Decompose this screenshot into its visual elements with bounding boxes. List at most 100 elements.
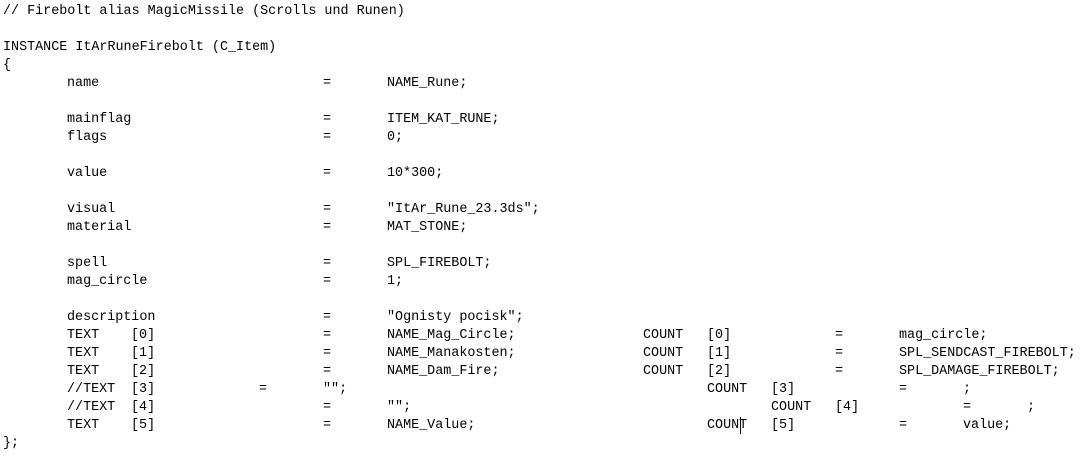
code-token: =: [835, 364, 844, 379]
code-token: value;: [963, 418, 1012, 433]
code-token: =: [323, 112, 332, 127]
code-token: //TEXT: [67, 382, 116, 397]
code-token: "";: [387, 400, 412, 415]
code-token: COUNT: [771, 400, 812, 415]
code-token: COUNT: [643, 328, 684, 343]
code-token: NAME_Manakosten;: [387, 346, 516, 361]
code-token: NAME_Value;: [387, 418, 476, 433]
code-token: =: [323, 364, 332, 379]
code-token: name: [67, 76, 100, 91]
code-token: =: [835, 346, 844, 361]
code-token: visual: [67, 202, 116, 217]
code-token: =: [323, 130, 332, 145]
code-token: flags: [67, 130, 108, 145]
code-token: 0;: [387, 130, 404, 145]
code-token: NAME_Mag_Circle;: [387, 328, 516, 343]
code-token: INSTANCE ItArRuneFirebolt (C_Item): [3, 40, 277, 55]
code-line[interactable]: [0, 183, 1088, 201]
code-token: =: [323, 418, 332, 433]
code-token: ;: [963, 382, 972, 397]
code-token: [3]: [771, 382, 796, 397]
code-token: =: [323, 202, 332, 217]
code-line[interactable]: //TEXT [4] = ""; COUNT [4] =;: [0, 399, 1088, 417]
code-line[interactable]: //TEXT[3]="";COUNT[3]=;: [0, 381, 1088, 399]
code-token: COUNT: [643, 364, 684, 379]
code-token: [3]: [131, 382, 156, 397]
code-line[interactable]: TEXT [1] = NAME_Manakosten; COUNT [1] = SPL_SEN…: [0, 345, 1088, 363]
code-token: {: [3, 58, 12, 73]
code-token: COUNT: [707, 382, 748, 397]
code-token: mag_circle: [67, 274, 148, 289]
code-token: mainflag: [67, 112, 132, 127]
code-token: [0]: [707, 328, 732, 343]
code-token: "ItAr_Rune_23.3ds";: [387, 202, 540, 217]
code-token: value: [67, 166, 108, 181]
code-token: TEXT: [67, 328, 100, 343]
code-line[interactable]: [0, 237, 1088, 255]
code-token: MAT_STONE;: [387, 220, 468, 235]
code-line[interactable]: TEXT[5]=NAME_Value;COUNT[5]=value;: [0, 417, 1088, 435]
text-caret: [740, 417, 741, 434]
code-token: =: [963, 400, 972, 415]
code-token: [1]: [131, 346, 156, 361]
code-line[interactable]: [0, 291, 1088, 309]
code-line[interactable]: material=MAT_STONE;: [0, 219, 1088, 237]
code-token: NAME_Rune;: [387, 76, 468, 91]
code-token: =: [323, 274, 332, 289]
code-line[interactable]: [0, 93, 1088, 111]
code-token: material: [67, 220, 132, 235]
code-token: =: [323, 310, 332, 325]
code-token: ITEM_KAT_RUNE;: [387, 112, 500, 127]
code-token: mag_circle;: [899, 328, 988, 343]
code-token: COUNT: [643, 346, 684, 361]
code-token: =: [323, 400, 332, 415]
code-token: };: [3, 436, 20, 451]
code-token: 1;: [387, 274, 404, 289]
code-token: =: [323, 256, 332, 271]
code-line[interactable]: mainflag = ITEM_KAT_RUNE;: [0, 111, 1088, 129]
code-line[interactable]: [0, 21, 1088, 39]
code-token: [0]: [131, 328, 156, 343]
code-token: [2]: [707, 364, 732, 379]
code-token: [4]: [835, 400, 860, 415]
code-token: TEXT: [67, 346, 100, 361]
code-line[interactable]: };: [0, 435, 1088, 453]
code-token: [4]: [131, 400, 156, 415]
code-line[interactable]: {: [0, 57, 1088, 75]
code-line[interactable]: TEXT[2]=NAME_Dam_Fire;COUNT[2]=SPL_DAMAG…: [0, 363, 1088, 381]
code-line[interactable]: flags = 0;: [0, 129, 1088, 147]
code-token: =: [323, 166, 332, 181]
code-line[interactable]: name = NAME_Rune;: [0, 75, 1088, 93]
code-line[interactable]: mag_circle = 1;: [0, 273, 1088, 291]
code-token: ;: [1027, 400, 1036, 415]
code-token: "Ognisty pocisk";: [387, 310, 524, 325]
code-token: TEXT: [67, 418, 100, 433]
code-token: spell: [67, 256, 108, 271]
code-token: SPL_SENDCAST_FIREBOLT;: [899, 346, 1076, 361]
code-token: TEXT: [67, 364, 100, 379]
code-line[interactable]: spell = SPL_FIREBOLT;: [0, 255, 1088, 273]
code-token: SPL_DAMAGE_FIREBOLT;: [899, 364, 1060, 379]
code-token: 10*300;: [387, 166, 444, 181]
code-token: [2]: [131, 364, 156, 379]
code-token: [5]: [131, 418, 156, 433]
code-line[interactable]: INSTANCE ItArRuneFirebolt (C_Item): [0, 39, 1088, 57]
code-token: SPL_FIREBOLT;: [387, 256, 492, 271]
code-token: [1]: [707, 346, 732, 361]
code-line[interactable]: description="Ognisty pocisk";: [0, 309, 1088, 327]
code-token: =: [323, 346, 332, 361]
code-token: =: [899, 418, 908, 433]
code-token: [5]: [771, 418, 796, 433]
code-token: "";: [323, 382, 348, 397]
code-line[interactable]: [0, 147, 1088, 165]
code-line[interactable]: // Firebolt alias MagicMissile (Scrolls …: [0, 3, 1088, 21]
code-token: =: [323, 328, 332, 343]
code-token: // Firebolt alias MagicMissile (Scrolls …: [3, 4, 405, 19]
code-line[interactable]: value = 10*300;: [0, 165, 1088, 183]
code-line[interactable]: visual = "ItAr_Rune_23.3ds";: [0, 201, 1088, 219]
code-token: //TEXT: [67, 400, 116, 415]
code-token: =: [323, 76, 332, 91]
code-line[interactable]: TEXT[0]=NAME_Mag_Circle;COUNT[0]=mag_cir…: [0, 327, 1088, 345]
code-token: =: [899, 382, 908, 397]
